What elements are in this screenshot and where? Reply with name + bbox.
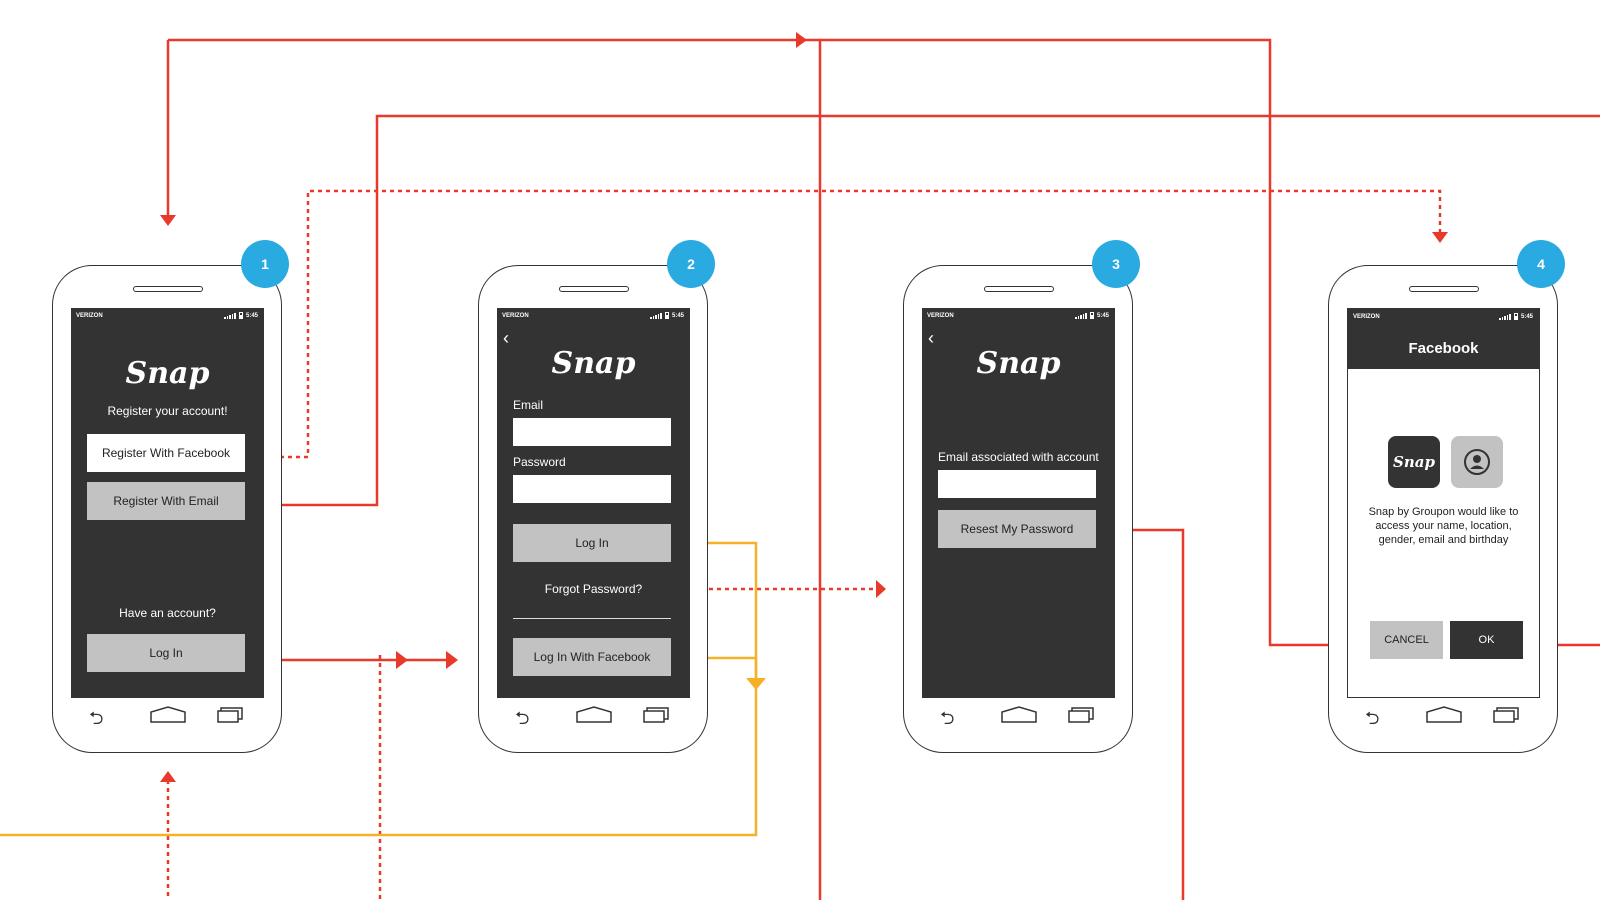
permission-description: Snap by Groupon would like to access you… bbox=[1368, 506, 1519, 546]
home-icon[interactable] bbox=[576, 706, 612, 723]
password-label: Password bbox=[513, 455, 566, 469]
snap-app-icon: Snap bbox=[1388, 436, 1440, 488]
login-button[interactable]: Log In bbox=[513, 524, 671, 562]
signal-icon bbox=[224, 312, 236, 319]
arrow-head bbox=[796, 32, 807, 48]
phone-speaker bbox=[559, 286, 629, 292]
android-nav-bar: ⮌ bbox=[904, 702, 1132, 732]
android-nav-bar: ⮌ bbox=[479, 702, 707, 732]
arrow-head bbox=[1432, 232, 1448, 243]
carrier-label: VERIZON bbox=[1353, 314, 1380, 320]
email-field[interactable] bbox=[938, 470, 1096, 498]
have-account-label: Have an account? bbox=[119, 606, 216, 620]
recent-apps-icon[interactable] bbox=[643, 707, 669, 723]
step-badge: 4 bbox=[1517, 240, 1565, 288]
back-icon[interactable]: ⮌ bbox=[89, 708, 104, 728]
snap-logo: Snap bbox=[125, 356, 210, 391]
email-label: Email bbox=[513, 398, 544, 412]
register-heading: Register your account! bbox=[107, 404, 228, 418]
back-icon[interactable]: ⮌ bbox=[515, 708, 530, 728]
home-icon[interactable] bbox=[1426, 706, 1462, 723]
forgot-password-link[interactable]: Forgot Password? bbox=[544, 582, 643, 596]
status-bar: VERIZON 5:45 bbox=[497, 308, 690, 326]
arrow-head-yellow bbox=[746, 678, 766, 690]
phone-speaker bbox=[133, 286, 203, 292]
recent-apps-icon[interactable] bbox=[1493, 707, 1519, 723]
step-badge: 2 bbox=[667, 240, 715, 288]
recent-apps-icon[interactable] bbox=[217, 707, 243, 723]
screen-facebook-auth: VERIZON 5:45 Facebook Snap Snap by Group… bbox=[1347, 308, 1540, 698]
phone-screen-1: 1 VERIZON 5:45 Snap Register your accoun… bbox=[52, 240, 289, 753]
screen-register: VERIZON 5:45 Snap Register your account!… bbox=[71, 308, 264, 698]
carrier-label: VERIZON bbox=[927, 313, 954, 319]
android-nav-bar: ⮌ bbox=[1329, 702, 1557, 732]
arrow-head bbox=[160, 215, 176, 226]
status-bar: VERIZON 5:45 bbox=[71, 308, 264, 326]
battery-icon bbox=[664, 312, 669, 319]
back-icon[interactable]: ⮌ bbox=[1365, 708, 1380, 728]
step-badge: 1 bbox=[241, 240, 289, 288]
chevron-left-icon[interactable]: ‹ bbox=[928, 328, 934, 348]
battery-icon bbox=[1513, 313, 1518, 320]
arrow-head bbox=[446, 651, 458, 669]
step-badge: 3 bbox=[1092, 240, 1140, 288]
signal-icon bbox=[1499, 313, 1511, 320]
back-icon[interactable]: ⮌ bbox=[940, 708, 955, 728]
snap-logo: Snap bbox=[551, 346, 636, 381]
flow-dotted-register-facebook bbox=[240, 189, 1442, 459]
signal-icon bbox=[1075, 312, 1087, 319]
signal-icon bbox=[650, 312, 662, 319]
flow-line-register-email bbox=[248, 114, 1600, 507]
status-bar: VERIZON 5:45 bbox=[1348, 309, 1539, 327]
arrow-head bbox=[160, 771, 176, 782]
login-facebook-button[interactable]: Log In With Facebook bbox=[513, 638, 671, 676]
battery-icon bbox=[238, 312, 243, 319]
home-icon[interactable] bbox=[1001, 706, 1037, 723]
status-bar: VERIZON 5:45 bbox=[922, 308, 1115, 326]
clock-time: 5:45 bbox=[245, 312, 258, 319]
avatar-icon bbox=[1451, 436, 1503, 488]
chevron-left-icon[interactable]: ‹ bbox=[503, 328, 509, 348]
clock-time: 5:45 bbox=[1520, 313, 1533, 320]
carrier-label: VERIZON bbox=[76, 313, 103, 319]
screen-login: VERIZON 5:45 ‹ Snap Email Password Log I… bbox=[497, 308, 690, 698]
android-nav-bar: ⮌ bbox=[53, 702, 281, 732]
clock-time: 5:45 bbox=[1096, 312, 1109, 319]
email-field[interactable] bbox=[513, 418, 671, 446]
phone-screen-2: 2 VERIZON 5:45 ‹ Snap Email Password Log… bbox=[478, 240, 715, 753]
phone-screen-4: 4 VERIZON 5:45 Facebook Snap Snap by Gro… bbox=[1328, 240, 1565, 753]
email-account-label: Email associated with account bbox=[938, 450, 1099, 464]
password-field[interactable] bbox=[513, 475, 671, 503]
ok-button[interactable]: OK bbox=[1450, 621, 1523, 659]
arrow-head bbox=[876, 580, 886, 598]
home-icon[interactable] bbox=[150, 706, 186, 723]
login-button[interactable]: Log In bbox=[87, 634, 245, 672]
phone-speaker bbox=[984, 286, 1054, 292]
cancel-button[interactable]: CANCEL bbox=[1370, 621, 1443, 659]
carrier-label: VERIZON bbox=[502, 313, 529, 319]
flow-line-to-screen-1 bbox=[168, 38, 1375, 647]
register-email-button[interactable]: Register With Email bbox=[87, 482, 245, 520]
snap-logo: Snap bbox=[976, 346, 1061, 381]
register-facebook-button[interactable]: Register With Facebook bbox=[87, 434, 245, 472]
reset-password-button[interactable]: Resest My Password bbox=[938, 510, 1096, 548]
clock-time: 5:45 bbox=[671, 312, 684, 319]
recent-apps-icon[interactable] bbox=[1068, 707, 1094, 723]
facebook-header: Facebook bbox=[1348, 327, 1539, 369]
screen-forgot-password: VERIZON 5:45 ‹ Snap Email associated wit… bbox=[922, 308, 1115, 698]
divider bbox=[513, 618, 671, 619]
phone-screen-3: 3 VERIZON 5:45 ‹ Snap Email associated w… bbox=[903, 240, 1140, 753]
phone-speaker bbox=[1409, 286, 1479, 292]
arrow-head bbox=[396, 651, 408, 669]
battery-icon bbox=[1089, 312, 1094, 319]
